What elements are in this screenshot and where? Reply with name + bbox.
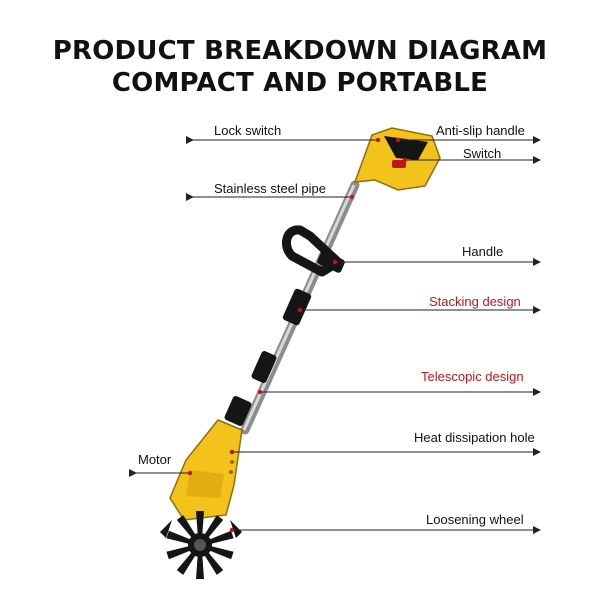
loosening-wheel — [166, 511, 234, 579]
label-lock-switch: Lock switch — [214, 123, 282, 138]
label-stainless-steel-pipe: Stainless steel pipe — [214, 181, 327, 196]
label-stacking-design: Stacking design — [429, 294, 521, 309]
collar-middle — [251, 351, 277, 383]
label-handle: Handle — [462, 244, 504, 259]
collar-upper — [282, 288, 312, 326]
label-telescopic-design: Telescopic design — [421, 369, 524, 384]
label-motor: Motor — [138, 452, 172, 467]
anchor-dots — [187, 137, 408, 533]
leader-lines — [129, 136, 541, 534]
grip-housing — [353, 127, 441, 191]
collar-lower — [224, 396, 252, 426]
label-loosening-wheel: Loosening wheel — [426, 512, 524, 527]
switch-button — [392, 160, 406, 168]
title-line-2: COMPACT AND PORTABLE — [111, 68, 489, 98]
label-anti-slip-handle: Anti-slip handle — [436, 123, 525, 138]
label-heat-dissipation-hole: Heat dissipation hole — [414, 430, 535, 445]
motor-housing — [169, 419, 243, 521]
handle-clamp — [317, 251, 345, 273]
title-line-1: PRODUCT BREAKDOWN DIAGRAM — [52, 36, 548, 66]
label-switch: Switch — [463, 146, 502, 161]
